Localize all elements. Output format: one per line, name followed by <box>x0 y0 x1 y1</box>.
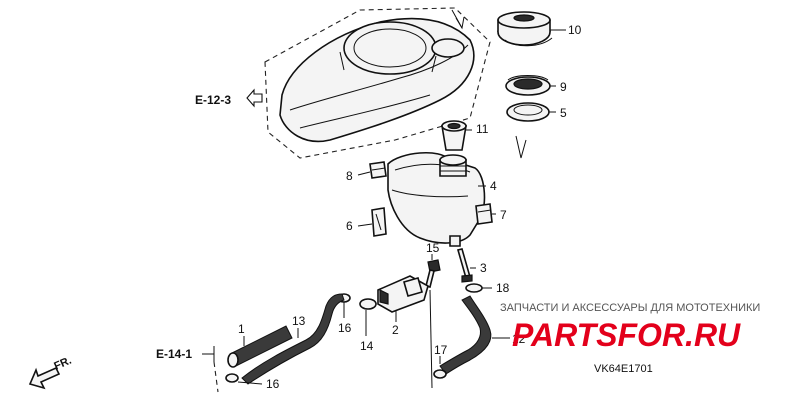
part-fuel-cap: 10 <box>497 11 582 47</box>
part-bolt: 3 <box>457 248 487 283</box>
callout-4: 4 <box>490 179 497 193</box>
ref-lower-label: E-14-1 <box>156 347 192 361</box>
callout-15: 15 <box>426 241 440 255</box>
callout-18: 18 <box>496 281 510 295</box>
part-clip-18: 18 <box>465 281 510 295</box>
callout-16-upper: 16 <box>338 321 352 335</box>
callout-5: 5 <box>560 106 567 120</box>
watermark-logo: PARTSFOR.RU <box>512 317 741 353</box>
watermark-tagline: ЗАПЧАСТИ И АКСЕССУАРЫ ДЛЯ МОТОТЕХНИКИ <box>500 302 760 314</box>
ref-upper-label: E-12-3 <box>195 93 231 107</box>
part-rubber-8: 8 <box>346 161 387 183</box>
part-fuel-hose-13: 13 <box>241 293 345 385</box>
part-clip-16-lower: 16 <box>225 373 280 391</box>
callout-12: 12 <box>512 332 526 346</box>
callout-8: 8 <box>346 169 353 183</box>
cover-assembly <box>264 7 491 159</box>
part-filler-strainer: 9 <box>505 75 567 96</box>
part-rubber-7: 7 <box>475 203 507 225</box>
callout-13: 13 <box>292 314 306 328</box>
part-rubber-6: 6 <box>346 207 387 237</box>
callout-7: 7 <box>500 208 507 222</box>
part-tube-1: 1 <box>227 322 293 368</box>
diagram-code: VK64E1701 <box>594 363 653 375</box>
direction-indicator: FR. <box>28 355 73 390</box>
part-clip-14: 14 <box>359 298 377 353</box>
part-fuel-cock: 2 <box>377 275 429 337</box>
callout-17: 17 <box>434 343 448 357</box>
callout-1: 1 <box>238 322 245 336</box>
ref-upper: E-12-3 <box>195 88 263 108</box>
callout-2: 2 <box>392 323 399 337</box>
watermark: ЗАПЧАСТИ И АКСЕССУАРЫ ДЛЯ МОТОТЕХНИКИ PA… <box>500 302 760 353</box>
ref-lower: E-14-1 <box>156 346 219 393</box>
ref-upper-arrow <box>246 88 263 108</box>
callout-11: 11 <box>476 122 489 136</box>
callout-9: 9 <box>560 80 567 94</box>
part-fuel-tank: 4 <box>387 151 497 247</box>
part-fuel-hose-12: 12 <box>439 295 526 375</box>
callout-14: 14 <box>360 339 374 353</box>
part-packing: 5 <box>506 102 567 159</box>
callout-16-lower: 16 <box>266 377 280 391</box>
part-bolt-15: 15 <box>425 241 441 389</box>
part-clip-17: 17 <box>433 343 448 379</box>
callout-10: 10 <box>568 23 582 37</box>
part-strainer-11: 11 <box>441 120 489 151</box>
assembly-boundary <box>264 7 491 159</box>
callout-3: 3 <box>480 261 487 275</box>
front-arrow-icon <box>28 366 61 390</box>
direction-label: FR. <box>52 355 73 373</box>
callout-6: 6 <box>346 219 353 233</box>
